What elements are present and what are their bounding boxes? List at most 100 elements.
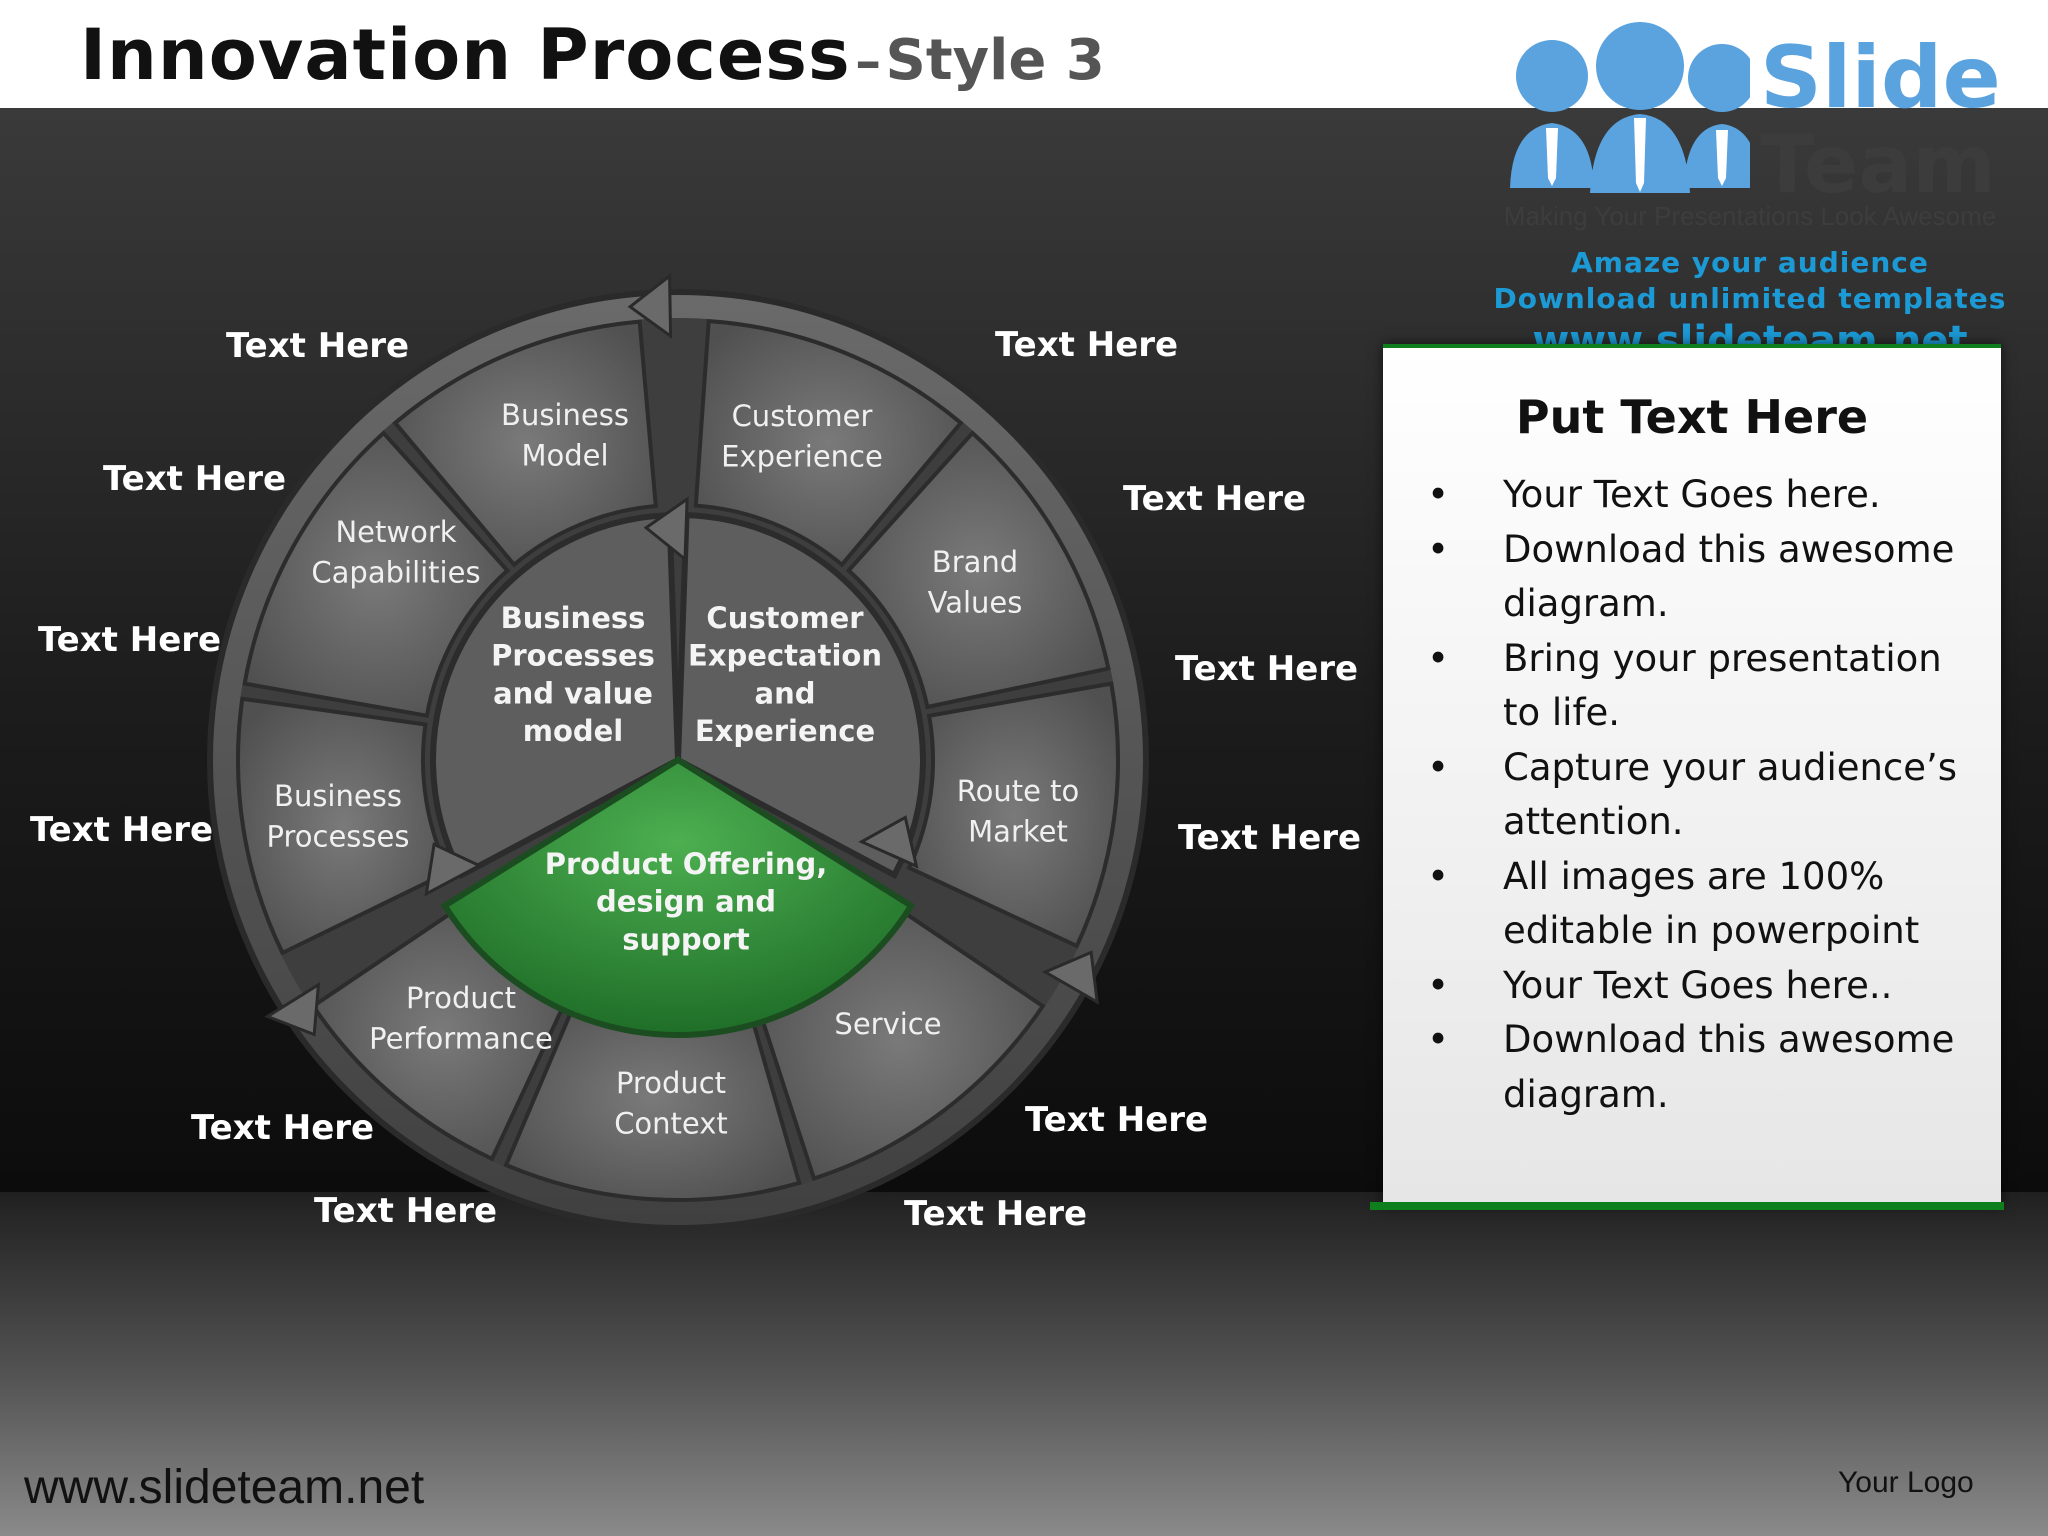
- logo-line-download: Download unlimited templates: [1493, 282, 2007, 315]
- bullet-text-line: attention.: [1503, 800, 1684, 843]
- bullet-dot: •: [1427, 473, 1449, 516]
- floor-gradient: [0, 1192, 2048, 1536]
- segment-label-line: Context: [614, 1107, 728, 1141]
- inner-arrow-green-icon: [424, 842, 483, 897]
- bullet-dot: •: [1427, 527, 1449, 571]
- inner-label-line: Expectation: [688, 639, 882, 673]
- bullet-text-line: diagram.: [1503, 582, 1669, 625]
- outer-text-label: Text Here: [995, 325, 1178, 365]
- bullet-text-line: Download this awesome: [1503, 1018, 1955, 1061]
- segment-brand-values: [845, 430, 1111, 710]
- segment-customer-experience: [693, 318, 964, 568]
- inner-label-line: Business: [501, 601, 646, 635]
- bullet-dot: •: [1427, 636, 1449, 680]
- segment-label-line: Brand: [932, 545, 1018, 579]
- outer-text-label: Text Here: [1178, 818, 1361, 858]
- bullet-item: • All images are 100% editable in powerpoi…: [1423, 850, 1983, 959]
- bullet-item: • Download this awesome diagram.: [1423, 523, 1983, 632]
- segment-label-line: Network: [335, 515, 456, 549]
- people-icon: [1510, 22, 1750, 193]
- arrow-head-top-icon: [627, 273, 673, 340]
- bullet-text-line: Your Text Goes here.: [1503, 473, 1881, 516]
- outer-text-label: Text Here: [314, 1191, 497, 1231]
- segment-label-line: Processes: [267, 820, 410, 854]
- outer-text-label: Text Here: [1025, 1100, 1208, 1140]
- segment-label-line: Experience: [721, 440, 883, 474]
- segment-label-line: Business: [501, 398, 629, 432]
- logo-brand-team: Team: [1760, 118, 1996, 211]
- outer-text-label: Text Here: [1123, 479, 1306, 519]
- slide-title: Innovation Process – Style 3: [80, 10, 1105, 100]
- text-box-bottom-bar: [1370, 1202, 2004, 1210]
- bullet-text-line: Your Text Goes here..: [1503, 963, 1893, 1007]
- bullet-item: • Your Text Goes here..: [1423, 959, 1983, 1014]
- inner-arrow-top-icon: [643, 496, 689, 563]
- bullet-dot: •: [1427, 745, 1449, 789]
- inner-label-line: Experience: [695, 714, 875, 748]
- segment-network-capabilities: [242, 430, 511, 719]
- bullet-item: • Capture your audience’s attention.: [1423, 741, 1983, 850]
- slideteam-logo: Slide Team Making Your Presentations Loo…: [1470, 18, 2030, 364]
- segment-label-line: Business: [274, 779, 402, 813]
- bullet-text-line: to life.: [1503, 691, 1621, 734]
- outer-text-label: Text Here: [904, 1194, 1087, 1234]
- bullet-dot: •: [1427, 1018, 1449, 1061]
- bullet-dot: •: [1427, 963, 1449, 1007]
- center-label-line: Product Offering,: [545, 847, 828, 881]
- segment-route-to-market: [906, 681, 1120, 949]
- outer-text-label: Text Here: [1175, 649, 1358, 689]
- arrow-head-left-icon: [264, 981, 321, 1037]
- bullet-text-line: editable in powerpoint: [1503, 909, 1920, 952]
- segment-business-processes: [236, 696, 452, 956]
- segment-label-line: Customer: [732, 399, 873, 433]
- bullet-item: • Bring your presentation to life.: [1423, 632, 1983, 741]
- title-dash: –: [855, 32, 882, 92]
- inner-label-line: and value: [493, 676, 653, 710]
- segment-label-line: Capabilities: [311, 556, 480, 590]
- title-main: Innovation Process: [80, 14, 851, 96]
- bullet-text-line: All images are 100%: [1503, 854, 1885, 898]
- outer-text-label: Text Here: [226, 326, 409, 366]
- footer-logo-placeholder: Your Logo: [1838, 1466, 1974, 1499]
- logo-line-amaze: Amaze your audience: [1571, 246, 1929, 279]
- inner-label-line: Customer: [706, 601, 864, 635]
- arrow-head-right-icon: [1041, 950, 1100, 1005]
- bullet-item: • Download this awesome diagram.: [1423, 1013, 1983, 1122]
- segment-label-line: Model: [521, 439, 608, 473]
- text-box-panel: Put Text Here • Your Text Goes here. • Down…: [1383, 344, 2001, 1206]
- bullet-text-line: Bring your presentation: [1503, 636, 1942, 680]
- bullet-dot: •: [1427, 854, 1449, 898]
- outer-text-label: Text Here: [38, 620, 221, 660]
- segment-label-line: Performance: [369, 1022, 553, 1056]
- bullet-item: • Your Text Goes here.: [1423, 468, 1983, 523]
- segment-business-model: [392, 319, 658, 568]
- title-sub: Style 3: [885, 28, 1105, 93]
- inner-arrow-right-icon: [858, 815, 919, 869]
- segment-label-line: Service: [834, 1007, 941, 1041]
- outer-text-label: Text Here: [191, 1108, 374, 1148]
- segment-label-line: Product: [406, 981, 516, 1015]
- inner-label-line: Processes: [491, 639, 655, 673]
- segment-label: Service: [834, 1007, 941, 1041]
- segment-label-line: Route to: [957, 774, 1080, 808]
- inner-label-line: and: [755, 676, 816, 710]
- bullet-text-line: Download this awesome: [1503, 527, 1955, 571]
- bullet-text-line: diagram.: [1503, 1072, 1669, 1116]
- logo-tagline: Making Your Presentations Look Awesome: [1503, 201, 1997, 231]
- bullet-text-line: Capture your audience’s: [1503, 745, 1958, 789]
- outer-text-label: Text Here: [103, 459, 286, 499]
- text-box-title: Put Text Here: [1515, 390, 1869, 444]
- footer-url[interactable]: www.slideteam.net: [24, 1461, 425, 1514]
